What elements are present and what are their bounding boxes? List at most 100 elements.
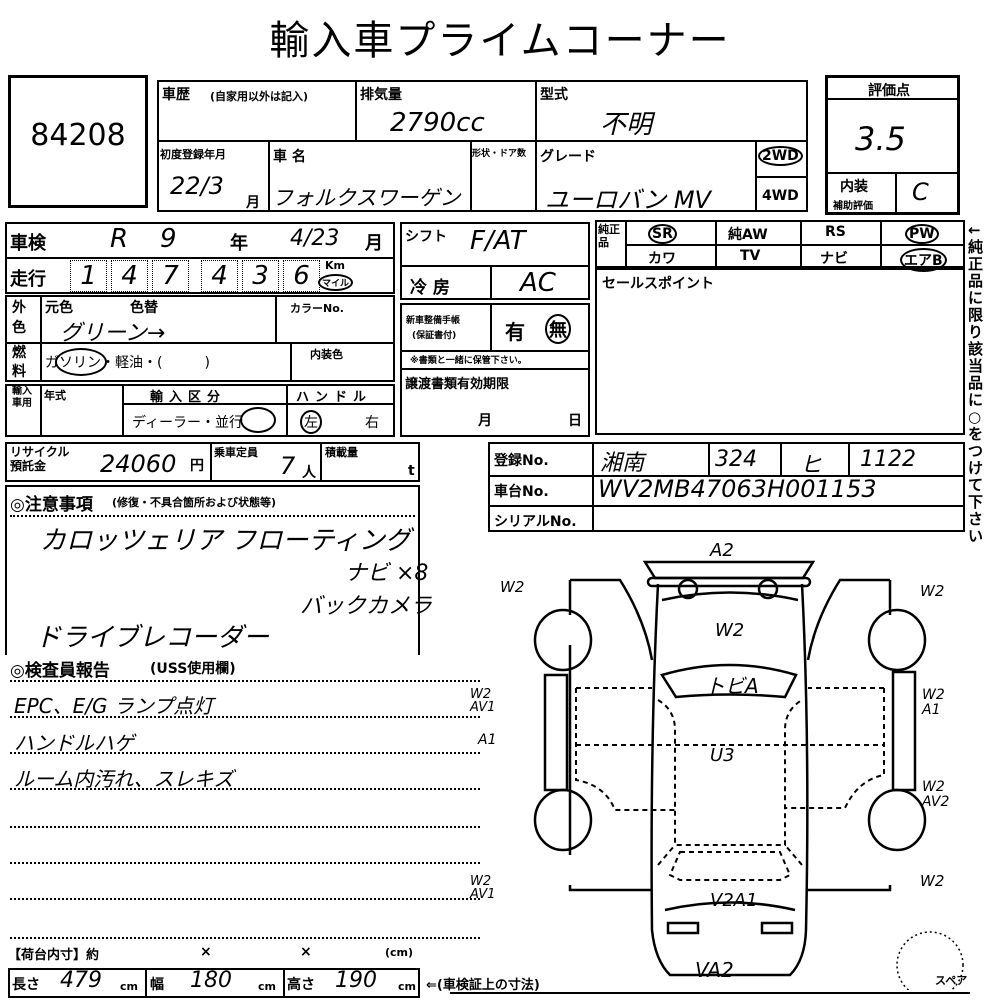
right-front-wheel: [867, 608, 927, 672]
import-box: [5, 384, 395, 437]
mileage-digit: 7: [152, 260, 189, 292]
cargo-x: ×: [300, 944, 312, 960]
genuine-aw: 純AW: [728, 227, 768, 243]
length-label: 長さ: [12, 977, 40, 993]
width-value: 180: [190, 968, 232, 993]
mark-left-sill: A1: [478, 732, 497, 748]
recycle-box: [5, 442, 420, 482]
mileage-digit: 1: [70, 260, 107, 292]
front-grille: [646, 576, 812, 588]
left-side-outline: [568, 578, 654, 892]
genuine-rs: RS: [825, 224, 846, 240]
fuel-label: 燃料: [12, 345, 26, 380]
cargo-unit: (cm): [385, 946, 414, 959]
history-label: 車歴: [162, 87, 190, 103]
mark-right-rear-door: W2 AV2: [922, 779, 950, 810]
shift-aircon-box: [400, 222, 590, 300]
displacement-label: 排気量: [360, 87, 402, 103]
registration-box: [488, 442, 965, 532]
yen-unit: 円: [190, 458, 204, 474]
genuine-side-note: ←純正品に限り該当品に○をつけて下さい: [968, 221, 984, 545]
interior-color-label: 内装色: [310, 348, 343, 361]
mileage-digits: 1 4 7 4 3 6: [70, 260, 320, 292]
windshield: [660, 663, 798, 699]
shift-value: F/AT: [470, 226, 526, 256]
mark-windshield: トビA: [705, 674, 759, 698]
sales-point-label: セールスポイント: [602, 276, 714, 292]
registration-number: 1122: [860, 447, 916, 472]
taillight-right: [760, 921, 794, 935]
color-no-label: カラーNo.: [290, 302, 344, 315]
inspection-year: 9: [160, 224, 177, 254]
right-rear-wheel: [867, 788, 927, 852]
cm-unit: cm: [398, 980, 416, 993]
height-value: 190: [335, 968, 377, 993]
inspection-label: 車検: [10, 233, 46, 254]
cm-unit: cm: [258, 980, 276, 993]
genuine-tv: TV: [740, 248, 761, 264]
import-type-label: 輸入区分: [150, 390, 227, 405]
genuine-airbag: エアB: [900, 248, 947, 272]
inspection-era: R: [110, 224, 129, 254]
load-unit: t: [408, 463, 415, 479]
score-box: [825, 75, 960, 215]
car-name-value: フォルクスワーゲン: [272, 186, 461, 210]
capacity-unit: 人: [302, 465, 316, 481]
hood-line: [661, 591, 799, 602]
color-fuel-box: [5, 295, 395, 382]
mark-roof: U3: [710, 745, 735, 766]
genuine-navi: ナビ: [820, 251, 848, 267]
mark-left-front-fender: W2: [500, 578, 525, 596]
note-line: ドライブレコーダー: [35, 623, 270, 653]
lot-number: 84208: [30, 118, 126, 153]
registration-kana: ヒ: [800, 453, 823, 478]
first-registration-label: 初度登録年月: [160, 148, 226, 161]
left-front-wheel: [533, 608, 593, 672]
handle-left: 左: [300, 410, 322, 434]
dimensions-box: [8, 968, 420, 998]
tailgate-line: [664, 901, 796, 912]
inspector-label: ◎検査員報告: [10, 661, 110, 681]
genuine-leather: カワ: [648, 251, 676, 267]
unit-mile: マイル: [318, 274, 354, 291]
handle-right: 右: [365, 415, 379, 431]
interior-label: 内装: [840, 179, 868, 195]
left-rear-wheel: [533, 788, 593, 852]
changed-color-label: 色替: [130, 300, 158, 316]
mark-rear: V2A1: [710, 890, 758, 911]
import-year-label: 年式: [44, 389, 66, 402]
length-value: 479: [60, 968, 102, 993]
model-code-value: 不明: [600, 110, 653, 140]
mark-left-front-door: W2 AV1: [470, 687, 496, 715]
chassis-value: WV2MB47063H001153: [598, 475, 877, 503]
inspector-sub: (USS使用欄): [150, 661, 236, 677]
notes-sub: (修復・不具合箇所および状態等): [112, 496, 277, 509]
history-note: (自家用以外は記入): [210, 90, 309, 103]
transfer-month: 月: [478, 413, 492, 429]
mark-right-front-fender: W2: [920, 582, 945, 600]
registration-region: 湘南: [600, 451, 645, 476]
body-outline: [650, 583, 809, 977]
headlight-right: [757, 578, 779, 600]
right-sill: [891, 670, 917, 792]
unit-km: Km: [325, 259, 345, 272]
mileage-digit: 6: [283, 260, 320, 292]
left-door-dashed: [575, 687, 675, 811]
vehicle-info-grid: [157, 80, 808, 212]
headlight-left: [677, 578, 699, 600]
interior-sub-label: 補助評価: [833, 201, 873, 212]
sales-point-box: [595, 268, 965, 435]
mark-rear-bumper: VA2: [695, 958, 734, 982]
transfer-docs-label: 譲渡書類有効期限: [405, 377, 510, 392]
roof-dashed: [657, 699, 803, 846]
shift-label: シフト: [405, 229, 447, 245]
transfer-day: 日: [568, 413, 582, 429]
import-selected-circle: [240, 407, 276, 433]
mark-right-front-door: W2 A1: [922, 687, 945, 718]
cargo-label: 【荷台内寸】約: [8, 948, 100, 963]
original-color-label: 元色: [45, 300, 73, 316]
grade-value: ユーロバン MV: [545, 186, 711, 214]
month-label: 月: [365, 233, 383, 254]
front-bumper: [642, 560, 816, 580]
aircon-label: 冷 房: [410, 278, 450, 298]
